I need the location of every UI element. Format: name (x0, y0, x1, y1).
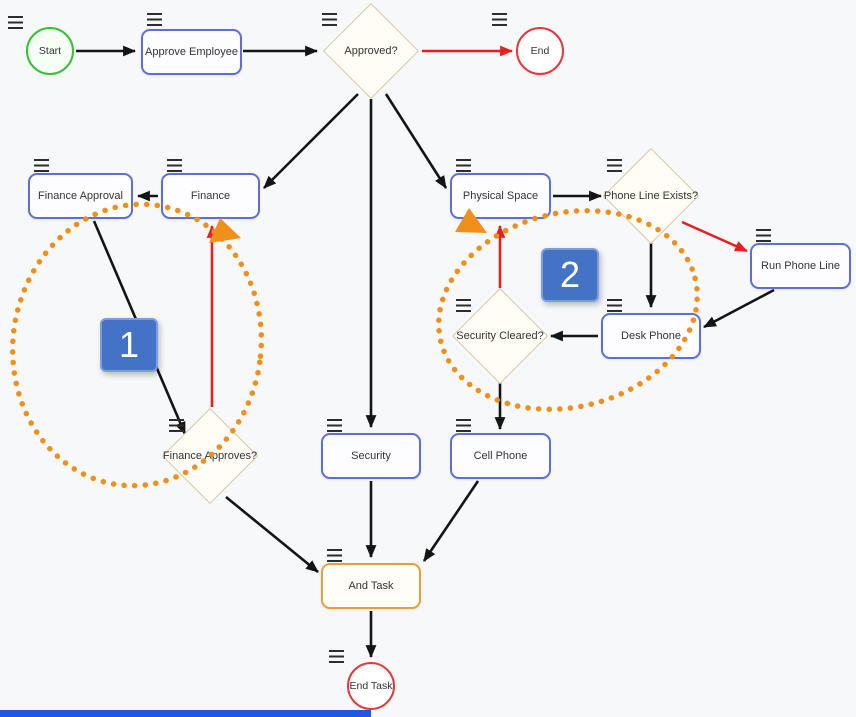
node-label: Finance Approval (38, 190, 123, 202)
node-label: Security (351, 450, 391, 462)
annotation-step-2-number: 2 (559, 254, 581, 295)
menu-icon-start[interactable] (8, 16, 23, 29)
annotation-step-1-number: 1 (118, 324, 140, 365)
node-cell-phone[interactable]: Cell Phone (450, 433, 551, 479)
menu-icon-physical-space[interactable] (456, 159, 471, 172)
menu-icon-run-phone-line[interactable] (756, 229, 771, 242)
edge-cell-phone-and-task[interactable] (422, 480, 480, 562)
node-label: Approved? (344, 45, 398, 57)
node-label: Phone Line Exists? (603, 190, 699, 202)
menu-icon-finance-approves[interactable] (169, 419, 184, 432)
menu-icon-phone-line-exists[interactable] (607, 159, 622, 172)
node-label: Start (38, 45, 62, 57)
menu-icon-and-task[interactable] (327, 549, 342, 562)
node-label: Run Phone Line (761, 260, 840, 272)
menu-icon-approve-employee[interactable] (147, 13, 162, 26)
menu-icon-approved[interactable] (322, 13, 337, 26)
node-approved[interactable]: Approved? (322, 2, 420, 100)
node-label: Physical Space (462, 190, 539, 202)
menu-icon-finance-approval[interactable] (34, 159, 49, 172)
node-label: Approve Employee (145, 46, 238, 58)
node-label: End Task (349, 680, 393, 692)
node-label: Security Cleared? (456, 330, 544, 342)
edge-approved-physical-space[interactable] (384, 93, 448, 189)
node-phone-line-exists[interactable]: Phone Line Exists? (602, 147, 700, 245)
node-end-task[interactable]: End Task (347, 662, 395, 710)
menu-icon-cell-phone[interactable] (456, 419, 471, 432)
edge-run-phone-line-desk-phone[interactable] (703, 288, 775, 329)
menu-icon-finance[interactable] (167, 159, 182, 172)
node-finance-approval[interactable]: Finance Approval (28, 173, 133, 219)
edge-approved-finance[interactable] (263, 93, 359, 189)
node-label: And Task (348, 580, 394, 592)
node-label: Cell Phone (473, 450, 528, 462)
annotation-step-1-badge: 1 (100, 318, 158, 372)
menu-icon-end-task[interactable] (329, 650, 344, 663)
menu-icon-security-cleared[interactable] (456, 299, 471, 312)
node-security[interactable]: Security (321, 433, 421, 479)
node-approve-employee[interactable]: Approve Employee (141, 29, 242, 75)
node-physical-space[interactable]: Physical Space (450, 173, 551, 219)
node-finance[interactable]: Finance (161, 173, 260, 219)
node-label: Desk Phone (621, 330, 681, 342)
node-end[interactable]: End (516, 27, 564, 75)
node-label: Finance Approves? (162, 450, 258, 462)
node-label: End (530, 45, 550, 57)
node-label: Finance (190, 190, 231, 202)
menu-icon-end[interactable] (492, 13, 507, 26)
node-start[interactable]: Start (26, 27, 74, 75)
bottom-bar (0, 710, 371, 717)
annotation-step-2-badge: 2 (541, 248, 599, 302)
menu-icon-security[interactable] (327, 419, 342, 432)
node-desk-phone[interactable]: Desk Phone (601, 313, 701, 359)
node-and-task[interactable]: And Task (321, 563, 421, 609)
node-run-phone-line[interactable]: Run Phone Line (750, 243, 851, 289)
menu-icon-desk-phone[interactable] (607, 299, 622, 312)
edge-finance-approves-and-task[interactable] (225, 495, 319, 574)
